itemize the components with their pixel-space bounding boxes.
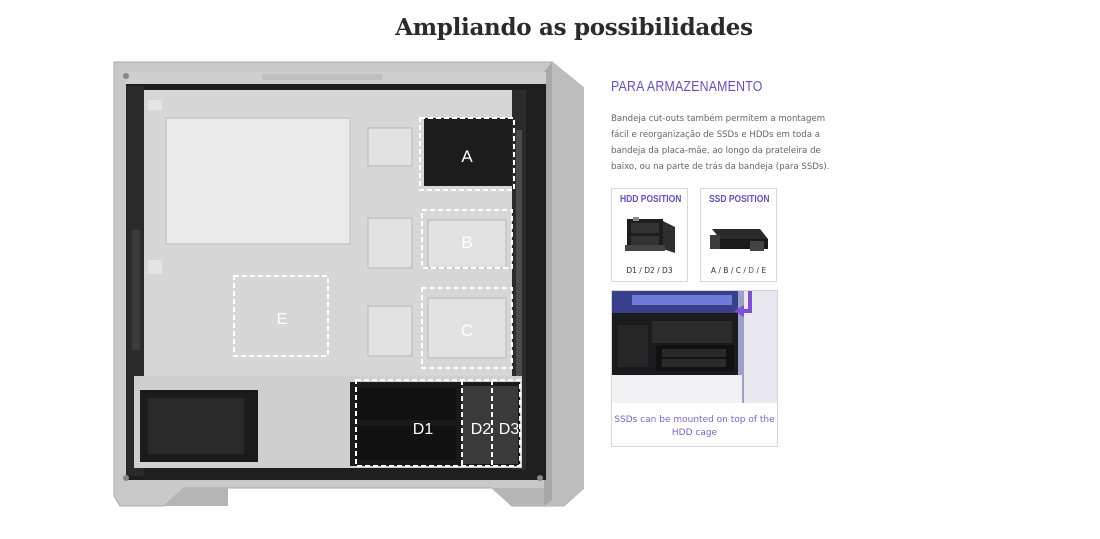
ssd-mount-photo: SSDs can be mounted on top of the HDD ca… <box>611 290 778 447</box>
section-title: Ampliando as possibilidades <box>395 14 753 41</box>
hdd-positions: D1 / D2 / D3 <box>626 266 673 275</box>
hdd-cage-icon <box>625 217 675 253</box>
bay-label-a: A <box>461 147 473 166</box>
bay-label-d1: D1 <box>413 421 434 438</box>
ssd-position-card: SSD POSITION A / B / C / D / E <box>700 188 777 282</box>
bay-label-c: C <box>461 321 473 340</box>
bay-label-d2: D2 <box>471 421 492 438</box>
ssd-positions: A / B / C / D / E <box>710 266 767 275</box>
bay-label-e: E <box>277 311 288 328</box>
hdd-card-title: HDD POSITION <box>620 194 682 205</box>
photo-caption: SSDs can be mounted on top of the HDD ca… <box>614 415 775 438</box>
hdd-position-card: HDD POSITION D1 / D2 / D3 <box>611 188 688 282</box>
storage-description: Bandeja cut-outs também permitem a monta… <box>611 114 830 172</box>
storage-heading: PARA ARMAZENAMENTO <box>611 78 763 95</box>
case-diagram: A B C E D1 D2 D3 <box>113 61 584 507</box>
ssd-bracket-icon <box>710 229 768 251</box>
bay-label-b: B <box>461 233 472 252</box>
bay-label-d3: D3 <box>499 421 520 438</box>
ssd-card-title: SSD POSITION <box>709 194 770 205</box>
ssd-mount-image <box>612 291 777 403</box>
